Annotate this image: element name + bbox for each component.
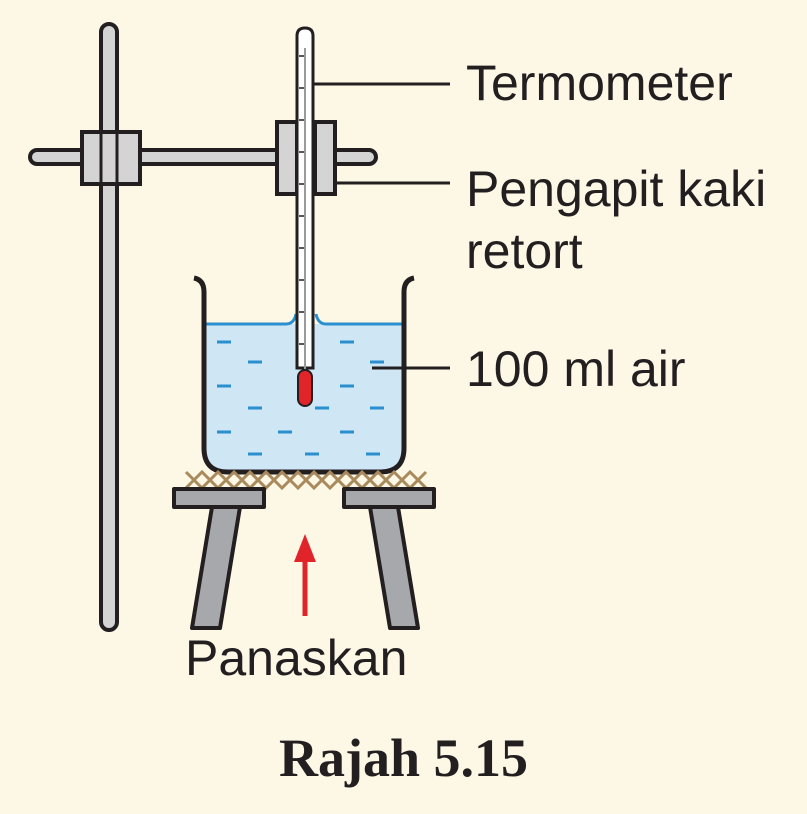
water-dashes [217, 340, 384, 456]
mercury-bulb [297, 369, 313, 407]
heat-arrow [294, 534, 316, 616]
clamp-label: Pengapit kaki retort [466, 158, 766, 282]
clamp-jaw-left [275, 120, 299, 196]
clamp-label-line1: Pengapit kaki [466, 161, 767, 217]
clamp-jaw-right [313, 120, 337, 196]
beaker [193, 275, 415, 475]
clamp-label-line2: retort [466, 223, 583, 279]
retort-stand-rod [99, 22, 119, 632]
tripod-stand [172, 487, 436, 630]
water-label: 100 ml air [466, 341, 686, 397]
figure-caption: Rajah 5.15 [278, 728, 528, 788]
heat-label: Panaskan [185, 630, 408, 686]
thermometer-label: Termometer [466, 55, 733, 111]
wire-gauze [184, 469, 428, 491]
leader-lines [313, 82, 450, 370]
boss-head [80, 130, 142, 186]
thermometer [295, 26, 315, 407]
